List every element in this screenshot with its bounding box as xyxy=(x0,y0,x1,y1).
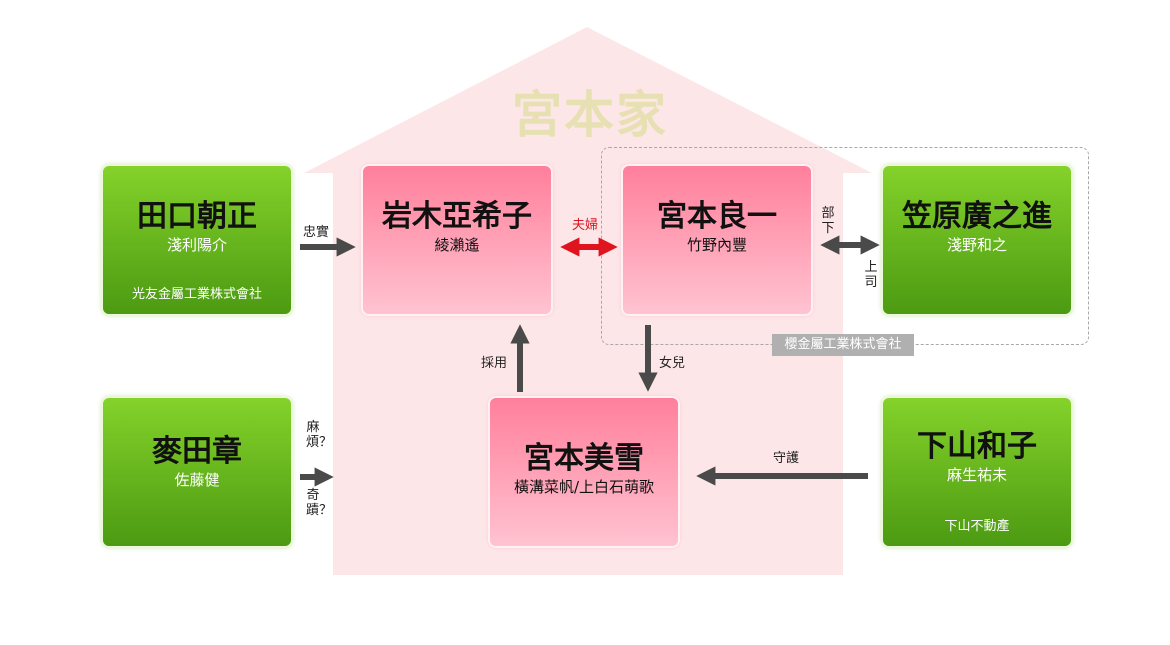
relation-label-daughter: 女兒 xyxy=(659,356,686,371)
card-taguchi[interactable]: 田口朝正 淺利陽介 光友金屬工業株式會社 xyxy=(103,166,291,314)
actor-name: 佐藤健 xyxy=(174,471,220,489)
actor-name: 竹野內豐 xyxy=(686,236,747,254)
relation-label-subordinate: 部下 xyxy=(821,206,835,236)
character-name: 麥田章 xyxy=(152,434,242,469)
actor-name: 淺利陽介 xyxy=(166,236,227,254)
card-miyuki[interactable]: 宮本美雪 橫溝菜帆/上白石萌歌 xyxy=(490,398,678,546)
relation-label-miracle: 奇蹟？ xyxy=(306,488,333,518)
character-name: 岩木亞希子 xyxy=(382,199,532,234)
affiliation: 下山不動產 xyxy=(944,519,1010,534)
character-name: 下山和子 xyxy=(917,429,1037,464)
relation-label-adopt: 採用 xyxy=(481,356,508,371)
card-mugita[interactable]: 麥田章 佐藤健 xyxy=(103,398,291,546)
relation-label-protect: 守護 xyxy=(773,451,800,466)
character-name: 宮本良一 xyxy=(657,199,777,234)
actor-name: 橫溝菜帆/上白石萌歌 xyxy=(513,478,655,496)
card-ryoichi[interactable]: 宮本良一 竹野內豐 xyxy=(623,166,811,314)
relation-label-boss: 上司 xyxy=(864,260,878,290)
card-kasahara[interactable]: 笠原廣之進 淺野和之 xyxy=(883,166,1071,314)
family-title: 宮本家 xyxy=(512,86,668,144)
character-name: 宮本美雪 xyxy=(524,441,644,476)
character-name: 田口朝正 xyxy=(137,199,257,234)
actor-name: 綾瀨遙 xyxy=(434,236,480,254)
affiliation: 光友金屬工業株式會社 xyxy=(131,287,262,302)
card-iwaki[interactable]: 岩木亞希子 綾瀨遙 xyxy=(363,166,551,314)
relation-label-couple: 夫婦 xyxy=(572,218,599,233)
card-shimoyama[interactable]: 下山和子 麻生祐未 下山不動產 xyxy=(883,398,1071,546)
character-name: 笠原廣之進 xyxy=(902,199,1052,234)
relation-label-trouble: 麻煩？ xyxy=(306,420,333,450)
relation-label-loyal: 忠實 xyxy=(303,225,330,240)
company-label: 櫻金屬工業株式會社 xyxy=(772,334,914,356)
actor-name: 麻生祐未 xyxy=(946,466,1007,484)
actor-name: 淺野和之 xyxy=(946,236,1007,254)
